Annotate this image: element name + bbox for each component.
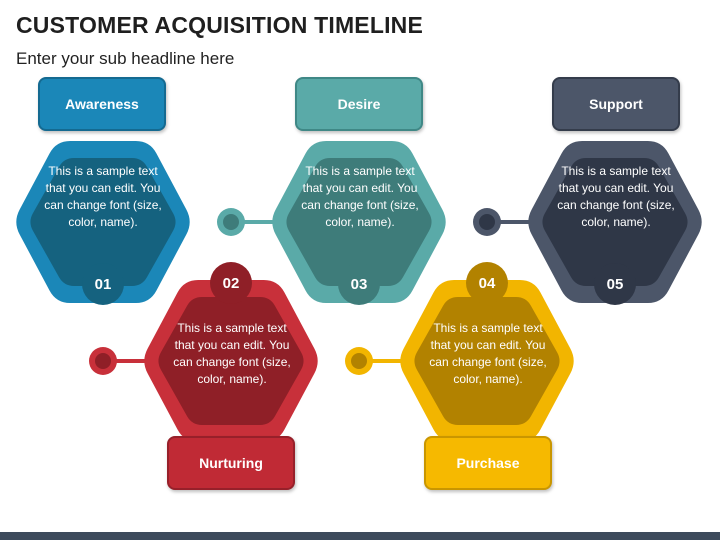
step-label-text: Purchase	[456, 455, 520, 471]
bottom-accent-bar	[0, 532, 720, 540]
step-label-text: Support	[589, 96, 643, 112]
step-label-awareness[interactable]: Awareness	[38, 77, 166, 131]
hexagon-inner	[542, 158, 688, 286]
step-description: This is a sample text that you can edit.…	[301, 164, 419, 229]
step-label-text: Nurturing	[199, 455, 263, 471]
step-number-badge: 05	[594, 263, 636, 305]
step-label-desire[interactable]: Desire	[295, 77, 423, 131]
step-label-text: Desire	[337, 96, 381, 112]
step-number-badge: 02	[210, 262, 252, 304]
connector-dot-center	[95, 353, 111, 369]
hexagon-inner	[414, 297, 560, 425]
hexagon-inner	[30, 158, 176, 286]
step-label-text: Awareness	[65, 96, 139, 112]
step-description: This is a sample text that you can edit.…	[173, 321, 291, 386]
page-title: CUSTOMER ACQUISITION TIMELINE	[16, 12, 424, 38]
step-label-support[interactable]: Support	[552, 77, 680, 131]
step-description: This is a sample text that you can edit.…	[429, 321, 547, 386]
step-label-nurturing[interactable]: Nurturing	[167, 436, 295, 490]
connector-dot-center	[223, 214, 239, 230]
step-number-badge: 04	[466, 262, 508, 304]
step-number-badge: 03	[338, 263, 380, 305]
step-number-badge: 01	[82, 263, 124, 305]
hexagon-inner	[158, 297, 304, 425]
step-description: This is a sample text that you can edit.…	[44, 164, 162, 229]
page-subtitle: Enter your sub headline here	[16, 49, 235, 68]
step-label-purchase[interactable]: Purchase	[424, 436, 552, 490]
step-description: This is a sample text that you can edit.…	[557, 164, 675, 229]
hexagon-inner	[286, 158, 432, 286]
connector-dot-center	[351, 353, 367, 369]
connector-dot-center	[479, 214, 495, 230]
